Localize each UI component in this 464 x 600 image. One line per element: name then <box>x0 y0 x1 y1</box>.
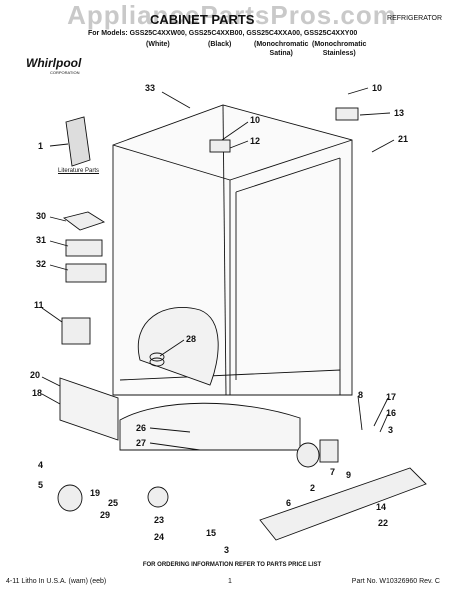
callout-5: 5 <box>38 480 44 490</box>
callout-32: 32 <box>36 259 47 269</box>
callout-1: 1 <box>38 141 44 151</box>
part-31 <box>65 239 103 257</box>
part-11 <box>61 317 91 345</box>
callout-9: 9 <box>346 470 352 480</box>
product-label: REFRIGERATOR <box>387 15 442 22</box>
part-32 <box>65 263 107 283</box>
callout-14: 14 <box>376 502 387 512</box>
callout-2: 2 <box>310 483 316 493</box>
callout-16: 16 <box>386 408 397 418</box>
callout-18: 18 <box>32 388 43 398</box>
roller-left <box>57 484 83 512</box>
part-30 <box>62 211 106 231</box>
part-7 <box>319 439 339 463</box>
roller-right <box>147 486 169 508</box>
callout-33: 33 <box>145 83 156 93</box>
callout-7: 7 <box>330 467 336 477</box>
back-panel <box>59 377 119 441</box>
litho-note: 4-11 Litho In U.S.A. (wam) (eeb) <box>6 578 107 585</box>
callout-12: 12 <box>250 136 261 146</box>
brand-sub: CORPORATION <box>50 70 80 75</box>
callout-17: 17 <box>386 392 397 402</box>
callout-3: 3 <box>388 425 394 435</box>
page-title: CABINET PARTS <box>150 12 255 27</box>
watermark: AppliancePartsPros.com <box>67 0 397 30</box>
callout-28: 28 <box>186 334 197 344</box>
hinge-13 <box>335 107 359 121</box>
models-line: For Models: GSS25C4XXW00, GSS25C4XXB00, … <box>88 30 358 37</box>
color-name: (White) <box>146 41 170 48</box>
callout-15: 15 <box>206 528 217 538</box>
callout-26: 26 <box>136 423 147 433</box>
callout-19: 19 <box>90 488 101 498</box>
callout-10: 10 <box>250 115 261 125</box>
toe-grille <box>259 467 427 541</box>
callout-27: 27 <box>136 438 147 448</box>
callout-23: 23 <box>154 515 165 525</box>
page-number: 1 <box>228 578 232 585</box>
color-name: (Black) <box>208 41 232 48</box>
color-white: (White) <box>146 40 170 49</box>
callout-22: 22 <box>378 518 389 528</box>
literature-label: Literature Parts <box>58 168 100 174</box>
base-panel <box>119 402 301 451</box>
literature-book <box>65 116 91 167</box>
color-sub: Stainless) <box>322 50 356 57</box>
callout-4: 4 <box>38 460 44 470</box>
hinge-12 <box>209 139 231 153</box>
callout-20: 20 <box>30 370 41 380</box>
color-black: (Black) <box>208 40 231 49</box>
callout-30: 30 <box>36 211 47 221</box>
callout-29: 29 <box>100 510 111 520</box>
color-name: (Monochromatic <box>312 41 367 48</box>
callout-11: 11 <box>34 300 44 310</box>
color-satina: (Monochromatic Satina) <box>254 40 308 58</box>
callout-21: 21 <box>398 134 409 144</box>
ordering-note: FOR ORDERING INFORMATION REFER TO PARTS … <box>142 562 322 568</box>
callout-24: 24 <box>154 532 165 542</box>
callout-8: 8 <box>358 390 364 400</box>
callout-10b: 10 <box>372 83 383 93</box>
callout-6: 6 <box>286 498 292 508</box>
callout-25: 25 <box>108 498 119 508</box>
callout-3b: 3 <box>224 545 230 555</box>
callout-13: 13 <box>394 108 405 118</box>
color-stainless: (Monochromatic Stainless) <box>312 40 366 58</box>
callout-31: 31 <box>36 235 47 245</box>
color-name: (Monochromatic <box>254 41 309 48</box>
brand-logo: Whirlpool <box>26 56 82 70</box>
color-sub: Satina) <box>269 50 293 57</box>
part-2 <box>296 442 320 468</box>
part-number: Part No. W10326960 Rev. C <box>351 578 440 585</box>
